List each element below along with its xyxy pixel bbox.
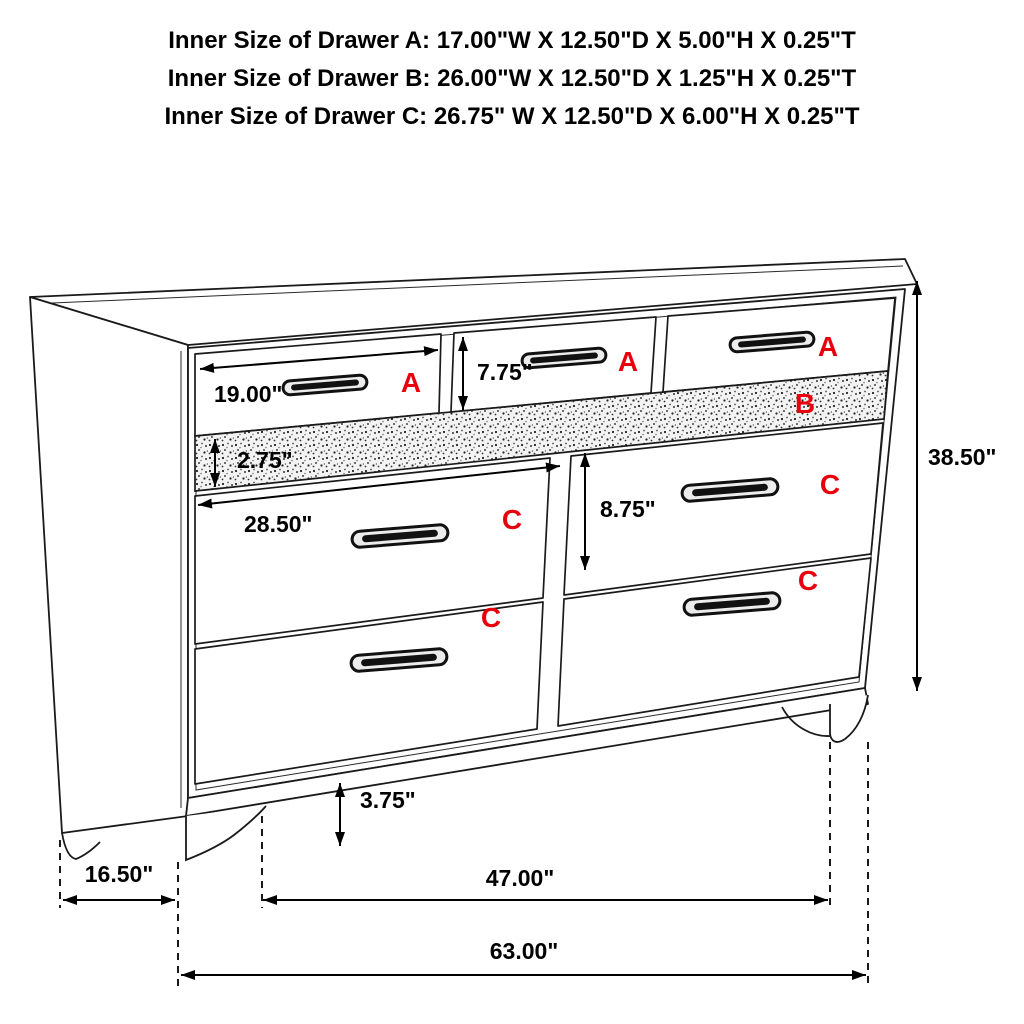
spec-line-drawer-c: Inner Size of Drawer C: 26.75" W X 12.50…: [164, 103, 860, 130]
extension-lines: [59, 742, 869, 988]
jewel-trim-drawer-b-front: [194, 370, 889, 492]
dim-label-leg-span-width: 47.00": [486, 865, 554, 891]
dim-label-leg-height: 3.75": [360, 787, 416, 813]
spec-line-drawer-b: Inner Size of Drawer B: 26.00"W X 12.50"…: [167, 65, 857, 92]
back-left-foot: [61, 832, 101, 860]
front-right-foot: [829, 694, 869, 743]
dim-arrow-drawer-a-width: [199, 346, 439, 373]
drawer-a2-letter: A: [618, 346, 638, 377]
drawer-c-top-left-handle: [350, 523, 450, 549]
drawer-c-top-left-letter: C: [502, 504, 522, 535]
drawer-a1-handle: [281, 373, 369, 397]
drawer-c-bottom-right-letter: C: [798, 565, 818, 596]
top-molding-line: [51, 265, 904, 304]
dim-label-drawer-c-width: 28.50": [244, 511, 312, 537]
base-molding: [185, 687, 869, 817]
drawer-letters: A A A B C C C C: [401, 331, 840, 633]
spec-line-drawer-a: Inner Size of Drawer A: 17.00"W X 12.50"…: [168, 27, 856, 54]
dimension-arrows: [63, 281, 922, 980]
drawer-c-top-right-letter: C: [820, 469, 840, 500]
dim-label-overall-height: 38.50": [928, 444, 996, 470]
drawer-c-bottom-left-letter: C: [481, 602, 501, 633]
drawer-a2-handle: [520, 346, 608, 370]
drawer-a1-letter: A: [401, 367, 421, 398]
front-right-foot-bracket: [781, 706, 831, 737]
dim-label-drawer-a-width: 19.00": [214, 381, 282, 407]
dresser-left-side-panel: [29, 296, 189, 834]
dim-label-overall-width: 63.00": [490, 938, 558, 964]
drawer-c-bottom-left-handle: [349, 647, 449, 673]
dim-label-trim-height: 2.75": [237, 447, 293, 473]
drawer-c-bottom-right-front: [557, 557, 872, 727]
front-inner-frame-line: [195, 296, 897, 791]
drawer-c-bottom-left-front: [194, 601, 544, 785]
dim-label-overall-depth: 16.50": [85, 861, 153, 887]
drawer-a3-handle: [728, 330, 816, 354]
dim-label-drawer-c-front-height: 8.75": [600, 496, 656, 522]
drawer-inner-size-specs: Inner Size of Drawer A: 17.00"W X 12.50"…: [0, 22, 1024, 136]
drawer-b-letter: B: [795, 388, 815, 419]
dimension-labels: 19.00" 7.75" 2.75" 28.50" 8.75" 38.50" 3…: [85, 359, 997, 964]
dim-label-drawer-a-front-height: 7.75": [477, 359, 533, 385]
drawer-c-bottom-right-handle: [682, 591, 782, 617]
dim-arrow-drawer-c-width: [197, 462, 561, 509]
drawer-c-top-right-front: [563, 422, 884, 596]
drawer-a3-letter: A: [818, 331, 838, 362]
drawer-c-top-right-handle: [680, 477, 780, 503]
front-left-foot: [185, 805, 267, 862]
